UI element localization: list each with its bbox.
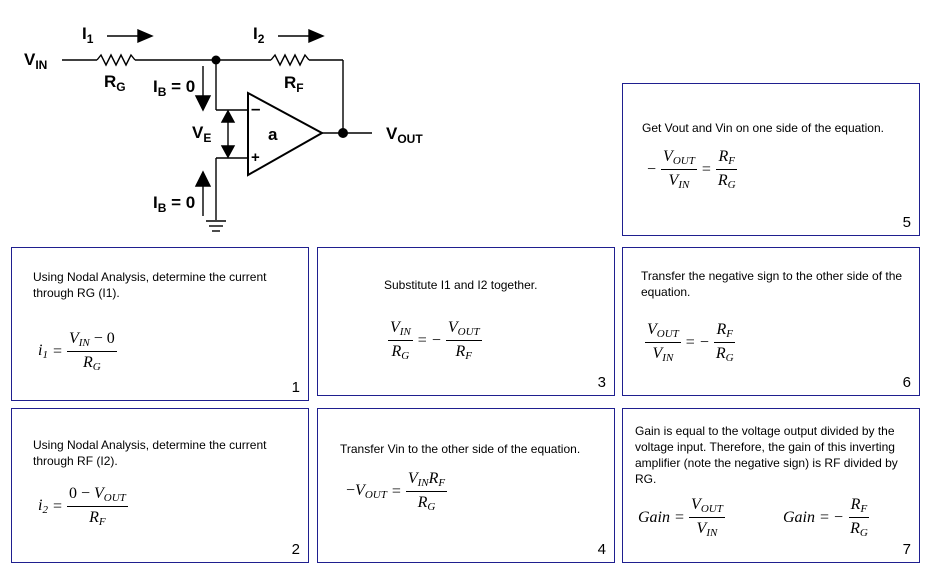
step-3-number: 3: [597, 374, 606, 391]
i1-label: I1: [82, 24, 94, 46]
ib-bottom-arrow-icon: [194, 170, 212, 187]
ve-up-arrow-icon: [220, 109, 236, 123]
rg-label: RG: [104, 72, 126, 94]
step-2-text: Using Nodal Analysis, determine the curr…: [33, 438, 267, 468]
step-7-number: 7: [902, 541, 911, 558]
step-2-number: 2: [291, 541, 300, 558]
i2-arrow-icon: [308, 28, 325, 44]
rf-resistor: [270, 53, 310, 67]
step-5-text: Get Vout and Vin on one side of the equa…: [642, 121, 884, 135]
step-6-box: Transfer the negative sign to the other …: [622, 247, 920, 396]
vout-label: VOUT: [386, 124, 423, 146]
ve-down-arrow-icon: [220, 145, 236, 159]
noninverting-input-sign: +: [251, 149, 260, 166]
opamp-triangle: [247, 91, 325, 177]
ib-top-label: IB = 0: [153, 77, 196, 99]
step-1-box: Using Nodal Analysis, determine the curr…: [11, 247, 309, 401]
i1-arrow-icon: [137, 28, 154, 44]
input-node: [211, 55, 221, 65]
ve-label: VE: [192, 123, 212, 145]
rg-resistor: [96, 53, 136, 67]
ib-top-arrow-icon: [194, 95, 212, 112]
rf-label: RF: [284, 73, 304, 95]
step-7-text: Gain is equal to the voltage output divi…: [635, 424, 898, 486]
step-5-box: Get Vout and Vin on one side of the equa…: [622, 83, 920, 236]
step-4-number: 4: [597, 541, 606, 558]
i2-label: I2: [253, 24, 265, 46]
ib-bottom-label: IB = 0: [153, 193, 196, 215]
step-1-text: Using Nodal Analysis, determine the curr…: [33, 270, 267, 300]
output-node: [338, 128, 348, 138]
step-4-text: Transfer Vin to the other side of the eq…: [340, 442, 581, 456]
step-1-number: 1: [291, 379, 300, 396]
step-5-number: 5: [902, 214, 911, 231]
inverting-amplifier-schematic: [62, 28, 372, 232]
step-2-box: Using Nodal Analysis, determine the curr…: [11, 408, 309, 563]
step-6-text: Transfer the negative sign to the other …: [641, 269, 903, 299]
circuit-wires: [62, 53, 372, 232]
opamp-gain-label: a: [268, 125, 278, 144]
step-6-number: 6: [902, 374, 911, 391]
step-3-text: Substitute I1 and I2 together.: [384, 278, 538, 292]
step-4-box: Transfer Vin to the other side of the eq…: [317, 408, 615, 563]
inverting-input-sign: –: [251, 99, 261, 118]
vin-label: VIN: [24, 50, 48, 72]
step-7-box: Gain is equal to the voltage output divi…: [622, 408, 920, 563]
